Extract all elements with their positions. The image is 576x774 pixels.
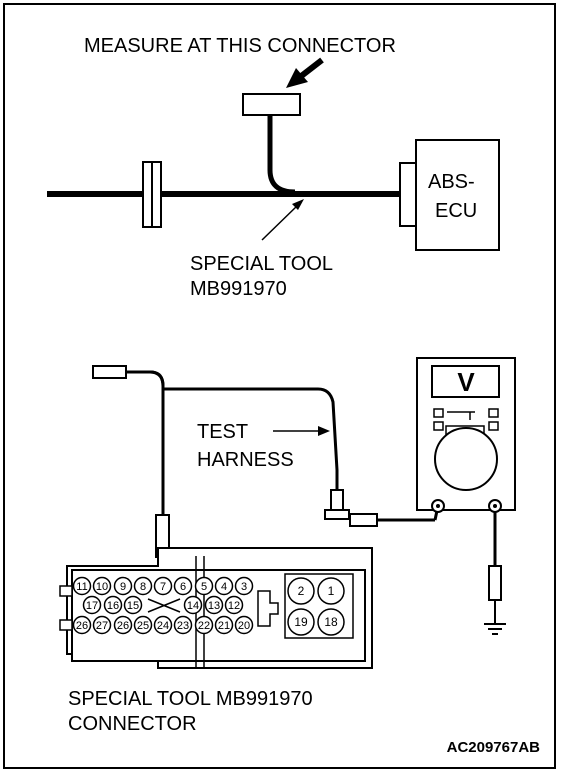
- test-harness-wire-right: [149, 370, 339, 490]
- special-tool-label-1: SPECIAL TOOL: [190, 253, 333, 275]
- connector-label-2: CONNECTOR: [68, 713, 197, 735]
- test-harness-arrow: [273, 426, 330, 436]
- pin-row-1: 11 10 9 8 7 6 5 4 3: [72, 576, 254, 596]
- svg-text:8: 8: [140, 581, 146, 593]
- pin: 26: [113, 615, 133, 635]
- pin: 24: [153, 615, 173, 635]
- test-harness-label-1: TEST: [197, 421, 248, 443]
- pin-row-2: 17 16 15 14 13 12: [82, 595, 244, 615]
- pin: 12: [224, 595, 244, 615]
- svg-text:1: 1: [328, 584, 335, 598]
- pin: 9: [113, 576, 133, 596]
- pin: 11: [72, 576, 92, 596]
- pin: 13: [204, 595, 224, 615]
- pin: 18: [317, 608, 345, 636]
- pin-block-right: 2 1 19 18: [287, 577, 345, 636]
- harness-clip-right: [324, 489, 440, 527]
- svg-text:13: 13: [208, 600, 220, 612]
- pin-row-3: 26 27 26 25 24 23 22 21 20: [72, 615, 254, 635]
- svg-text:14: 14: [187, 600, 199, 612]
- pin: 20: [234, 615, 254, 635]
- pin: 21: [214, 615, 234, 635]
- svg-text:9: 9: [120, 581, 126, 593]
- ground-probe: [488, 512, 502, 623]
- pointer-arrow-icon: [286, 57, 324, 88]
- pin: 15: [123, 595, 143, 615]
- pin: 4: [214, 576, 234, 596]
- test-connector: [242, 93, 301, 116]
- svg-text:10: 10: [96, 581, 108, 593]
- svg-text:11: 11: [76, 581, 87, 593]
- pin: 1: [317, 577, 345, 605]
- svg-text:2: 2: [298, 584, 305, 598]
- pin: 5: [194, 576, 214, 596]
- figure-id: AC209767AB: [447, 739, 541, 756]
- special-tool-label-2: MB991970: [190, 278, 287, 300]
- test-harness-wire-left: [126, 370, 165, 515]
- abs-ecu-unit: [399, 139, 500, 251]
- svg-text:21: 21: [218, 620, 230, 632]
- special-tool-leader-arrow: [261, 199, 304, 241]
- svg-text:20: 20: [238, 620, 250, 632]
- svg-text:25: 25: [137, 620, 149, 632]
- svg-text:3: 3: [241, 581, 247, 593]
- pin: 22: [194, 615, 214, 635]
- pin: 23: [173, 615, 193, 635]
- svg-text:7: 7: [160, 581, 166, 593]
- svg-text:12: 12: [228, 600, 240, 612]
- svg-text:26: 26: [76, 620, 88, 632]
- svg-text:4: 4: [221, 581, 227, 593]
- voltmeter-icon: [416, 357, 516, 513]
- abs-ecu-label-2: ECU: [435, 200, 477, 222]
- harness-connector: [142, 161, 162, 228]
- pin: 10: [92, 576, 112, 596]
- test-harness-label-2: HARNESS: [197, 449, 294, 471]
- svg-text:16: 16: [107, 600, 119, 612]
- pin: 26: [72, 615, 92, 635]
- diagram-border: [3, 3, 556, 769]
- svg-text:6: 6: [180, 581, 186, 593]
- abs-ecu-label-1: ABS-: [428, 171, 475, 193]
- svg-text:22: 22: [198, 620, 210, 632]
- pin: 19: [287, 608, 315, 636]
- pin: 17: [82, 595, 102, 615]
- pin: 14: [183, 595, 203, 615]
- measure-label: MEASURE AT THIS CONNECTOR: [84, 35, 396, 57]
- pin: 6: [173, 576, 193, 596]
- svg-text:18: 18: [324, 615, 338, 629]
- pin: 3: [234, 576, 254, 596]
- probe-plug: [92, 365, 127, 379]
- svg-text:27: 27: [96, 620, 108, 632]
- voltmeter-display-symbol: V: [457, 367, 475, 397]
- svg-text:23: 23: [177, 620, 189, 632]
- connector-label-1: SPECIAL TOOL MB991970: [68, 688, 313, 710]
- pin: 27: [92, 615, 112, 635]
- svg-text:5: 5: [201, 581, 207, 593]
- connector-lead-wire: [267, 115, 296, 195]
- ground-icon: [484, 623, 506, 635]
- svg-text:24: 24: [157, 620, 169, 632]
- svg-text:15: 15: [127, 600, 139, 612]
- svg-text:17: 17: [86, 600, 98, 612]
- pin: 8: [133, 576, 153, 596]
- svg-text:19: 19: [294, 615, 308, 629]
- pin: 2: [287, 577, 315, 605]
- pin: 16: [103, 595, 123, 615]
- pin: 25: [133, 615, 153, 635]
- pin: 7: [153, 576, 173, 596]
- svg-text:26: 26: [117, 620, 129, 632]
